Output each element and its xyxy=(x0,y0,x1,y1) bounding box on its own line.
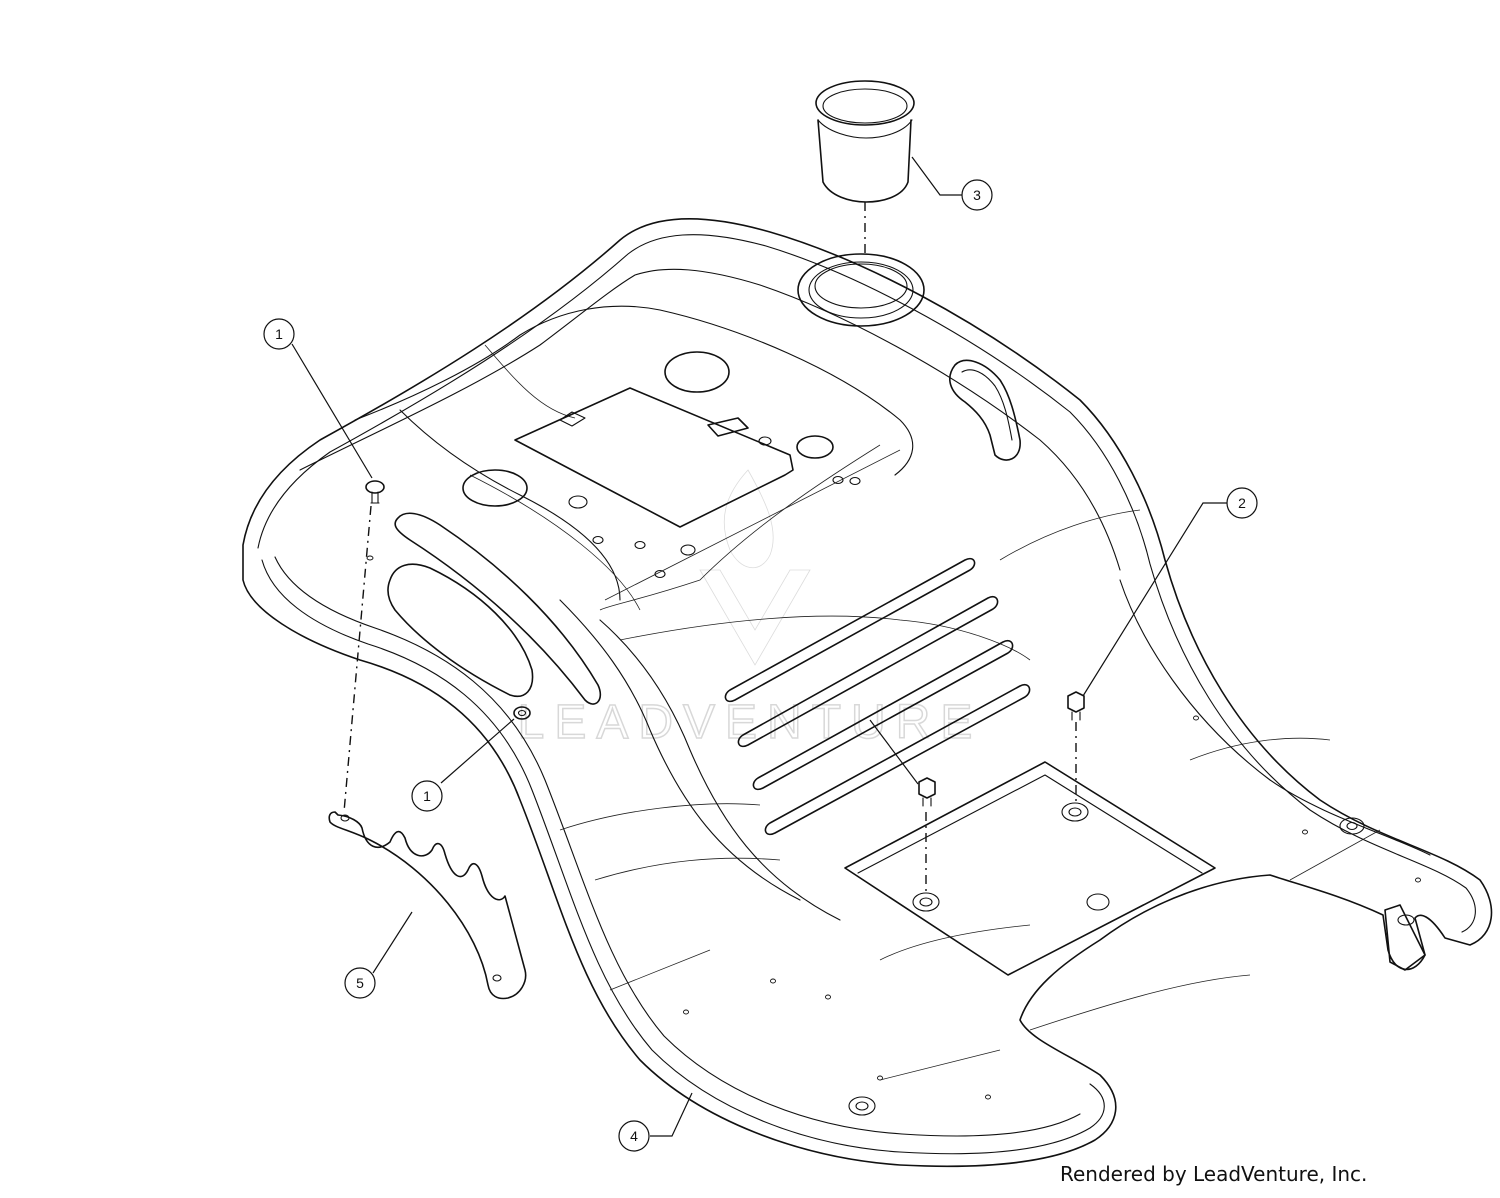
mount-hole xyxy=(1339,817,1365,835)
fender-body xyxy=(242,218,1493,1168)
render-credit: Rendered by LeadVenture, Inc. xyxy=(1060,1162,1368,1186)
callout-1-top: 1 xyxy=(263,318,295,350)
svg-text:5: 5 xyxy=(356,975,364,991)
callout-1-bottom: 1 xyxy=(411,780,443,812)
mount-hole xyxy=(1061,802,1089,822)
screw xyxy=(365,480,385,504)
svg-text:1: 1 xyxy=(423,788,431,804)
screw xyxy=(918,777,936,807)
notch-bracket xyxy=(328,811,527,1000)
mount-hole xyxy=(848,1096,876,1116)
svg-text:2: 2 xyxy=(1238,495,1246,511)
svg-text:4: 4 xyxy=(630,1128,638,1144)
callout-5: 5 xyxy=(344,967,376,999)
svg-text:3: 3 xyxy=(973,187,981,203)
callout-2: 2 xyxy=(1226,487,1258,519)
callout-3: 3 xyxy=(961,179,993,211)
mount-hole xyxy=(912,892,940,912)
screw xyxy=(513,706,531,720)
watermark-flame-icon xyxy=(699,469,811,666)
watermark-text: LEADVENTURE xyxy=(518,696,983,749)
screw xyxy=(1067,691,1085,721)
svg-text:1: 1 xyxy=(275,326,283,342)
fuel-cap xyxy=(815,80,915,203)
callout-4: 4 xyxy=(618,1120,650,1152)
callout-leaders xyxy=(291,156,1227,1137)
watermark: LEADVENTURE xyxy=(517,469,983,750)
